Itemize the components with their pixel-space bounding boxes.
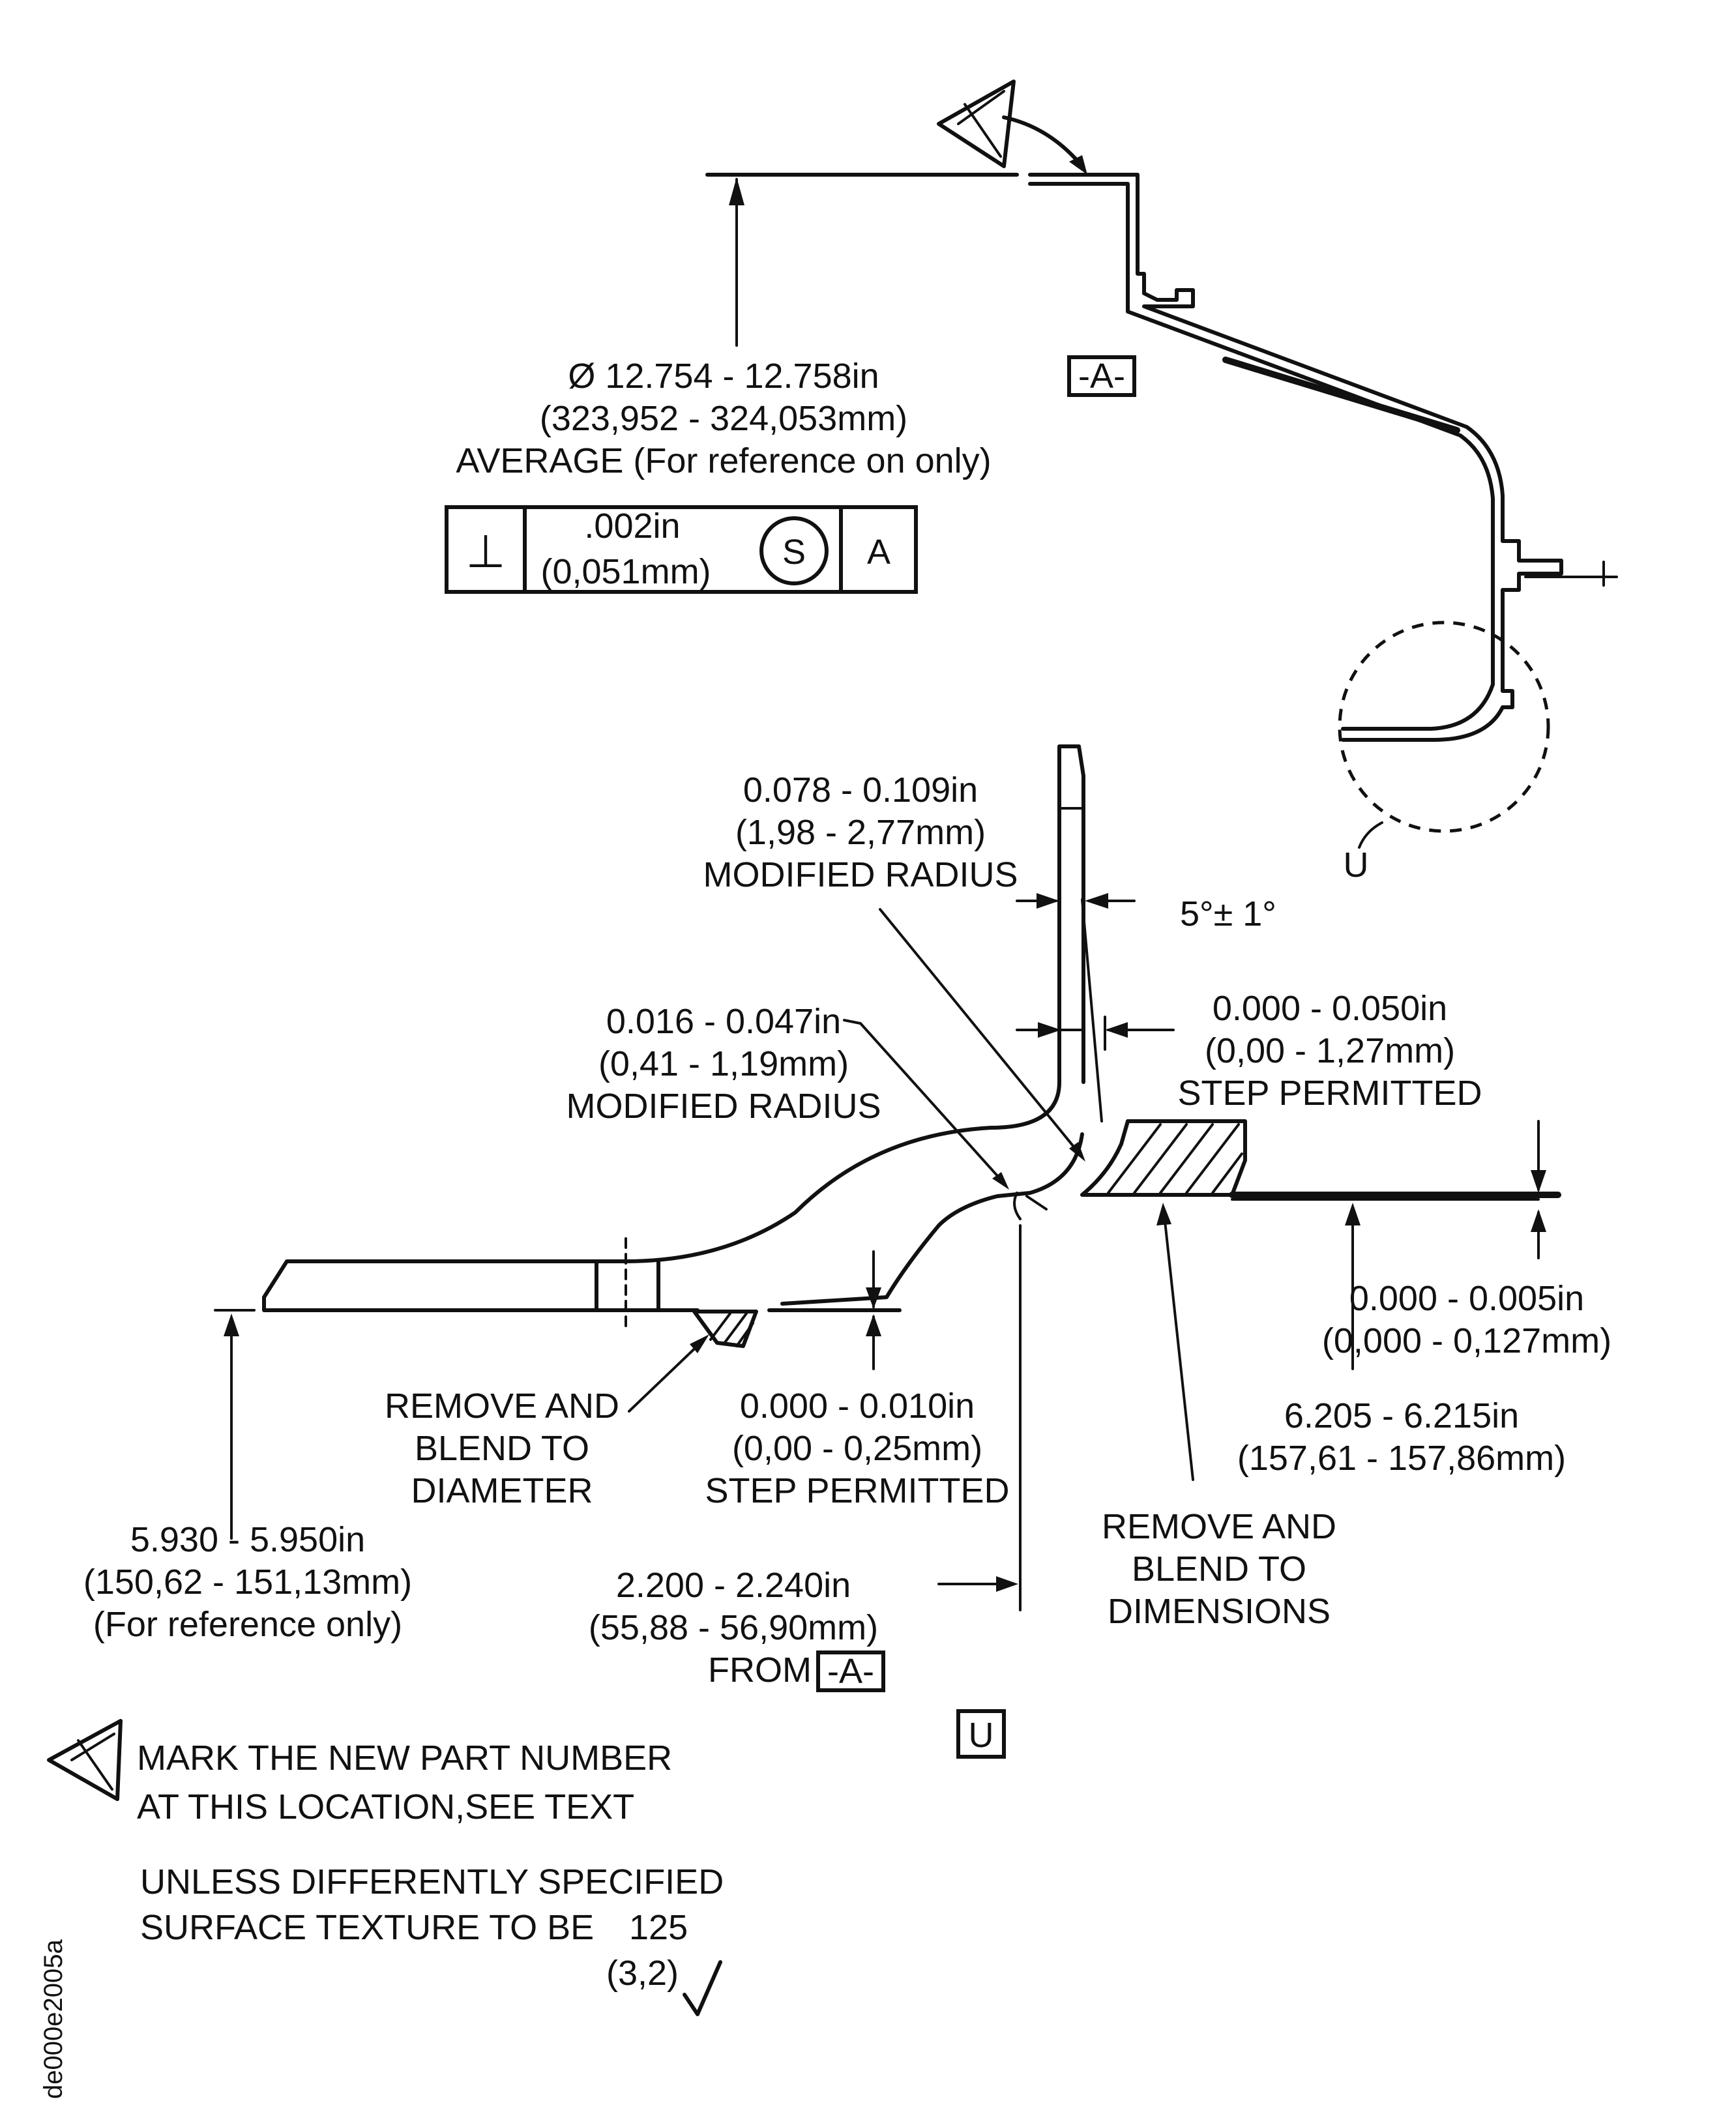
from-datum-box — [816, 1650, 885, 1692]
fcf-tolerance-in: .002in — [584, 506, 680, 546]
datum-a-text: -A- — [1078, 357, 1125, 396]
diameter-arrowhead — [729, 177, 744, 205]
detail-annotations: 0.078 - 0.109in (1,98 - 2,77mm) MODIFIED… — [83, 770, 1611, 1759]
hatch-area-right — [1080, 1119, 1247, 1197]
step-3-line-3: STEP PERMITTED — [705, 1471, 1009, 1510]
mod-radius-2-line-3: MODIFIED RADIUS — [566, 1087, 881, 1126]
detail-u-circle — [1338, 621, 1550, 833]
mark-leader-arrowhead — [1069, 155, 1087, 175]
figure-reference: de000e2005a — [39, 1939, 68, 2099]
part-number-mark-legend-icon — [47, 1719, 123, 1801]
dim-5930-line-3: (For reference only) — [93, 1605, 402, 1644]
step-3-line-2: (0,00 - 0,25mm) — [732, 1429, 982, 1468]
fcf-tolerance-mm: (0,051mm) — [540, 552, 711, 591]
blend-dimensions-line-2: BLEND TO — [1132, 1549, 1306, 1589]
mark-icon-stroke — [957, 90, 1005, 125]
notes: MARK THE NEW PART NUMBER AT THIS LOCATIO… — [47, 1719, 724, 2016]
hatch-lines-left — [709, 1312, 754, 1347]
diameter-annotation: Ø 12.754 - 12.758in (323,952 - 324,053mm… — [456, 357, 991, 480]
mod-radius-2-line-2: (0,41 - 1,19mm) — [598, 1044, 849, 1083]
mark-note-line-1: MARK THE NEW PART NUMBER — [137, 1738, 672, 1778]
roughness-mm: (3,2) — [606, 1954, 679, 1993]
surface-texture-check-icon — [683, 1960, 722, 2016]
dim-5930-line-1: 5.930 - 5.950in — [130, 1520, 365, 1559]
detail-u-title: U — [969, 1716, 994, 1755]
dim-2200-line-2: (55,88 - 56,90mm) — [589, 1608, 878, 1647]
step-1-line-2: (0,00 - 1,27mm) — [1205, 1031, 1455, 1070]
mark-leader — [1002, 115, 1084, 168]
blend-diameter-line-2: BLEND TO — [415, 1429, 589, 1468]
part-profile-outer — [1028, 173, 1563, 742]
blend-dimensions-line-1: REMOVE AND — [1102, 1507, 1336, 1546]
datum-a-box — [1067, 355, 1136, 397]
step-1-line-3: STEP PERMITTED — [1177, 1074, 1482, 1113]
feature-control-frame: ⊥ .002in (0,051mm) S A — [445, 505, 918, 594]
dimension-leaders — [214, 893, 1546, 1611]
mod-radius-2-line-1: 0.016 - 0.047in — [606, 1002, 841, 1041]
angled-edge — [1081, 898, 1103, 1122]
radius-mark — [1025, 1195, 1048, 1210]
perpendicularity-symbol: ⊥ — [466, 526, 506, 577]
dim-6205-line-1: 6.205 - 6.215in — [1284, 1396, 1519, 1435]
mod-radius-1-line-3: MODIFIED RADIUS — [703, 855, 1018, 894]
detail-u-view — [262, 744, 1561, 1348]
angle-label: 5°± 1° — [1180, 894, 1276, 933]
step-1-line-1: 0.000 - 0.050in — [1213, 989, 1447, 1028]
surface-note-line-1: UNLESS DIFFERENTLY SPECIFIED — [140, 1862, 724, 1901]
roughness-in: 125 — [629, 1908, 688, 1947]
mark-note-line-2: AT THIS LOCATION,SEE TEXT — [137, 1787, 634, 1826]
detail-u-title-box — [956, 1709, 1006, 1759]
part-number-mark-icon — [937, 80, 1016, 168]
fcf-modifier-circle — [759, 516, 829, 585]
step-3-line-1: 0.000 - 0.010in — [740, 1386, 975, 1426]
cone-wall — [1222, 357, 1460, 433]
dim-2200-line-3: FROM — [708, 1650, 812, 1690]
from-datum-text: -A- — [827, 1652, 874, 1691]
blend-dimensions-line-3: DIMENSIONS — [1108, 1592, 1331, 1631]
radius-mark — [1013, 1192, 1022, 1220]
step-2-line-2: (0,000 - 0,127mm) — [1322, 1321, 1611, 1360]
step-2-line-1: 0.000 - 0.005in — [1349, 1279, 1584, 1318]
surface-note-line-2: SURFACE TEXTURE TO BE — [140, 1908, 594, 1947]
detail-body-upper — [262, 1080, 1061, 1312]
detail-u-leader — [1358, 821, 1383, 849]
dim-6205-line-2: (157,61 - 157,86mm) — [1237, 1439, 1566, 1478]
mark-icon-stroke — [964, 103, 1002, 158]
part-profile-inner — [1028, 182, 1495, 731]
fcf-datum-ref: A — [867, 533, 890, 572]
mod-radius-1-line-1: 0.078 - 0.109in — [743, 770, 978, 810]
detail-u-label: U — [1344, 845, 1369, 885]
hatch-area-left — [692, 1310, 758, 1348]
overall-part-view: U -A- — [705, 80, 1618, 885]
detail-body-lower — [767, 1132, 1084, 1312]
dim-2200-line-1: 2.200 - 2.240in — [616, 1566, 851, 1605]
dim-5930-line-2: (150,62 - 151,13mm) — [83, 1562, 412, 1602]
hatch-lines-right — [1107, 1123, 1243, 1194]
fcf-modifier: S — [782, 533, 806, 572]
mod-radius-1-line-2: (1,98 - 2,77mm) — [735, 813, 986, 852]
detail-flange — [1057, 744, 1085, 1084]
diameter-line-3: AVERAGE (For reference on only) — [456, 441, 991, 480]
diameter-line-2: (323,952 - 324,053mm) — [540, 399, 907, 438]
blend-diameter-line-1: REMOVE AND — [385, 1386, 619, 1426]
blend-diameter-line-3: DIAMETER — [411, 1471, 593, 1510]
diameter-line-1: Ø 12.754 - 12.758in — [568, 357, 879, 396]
